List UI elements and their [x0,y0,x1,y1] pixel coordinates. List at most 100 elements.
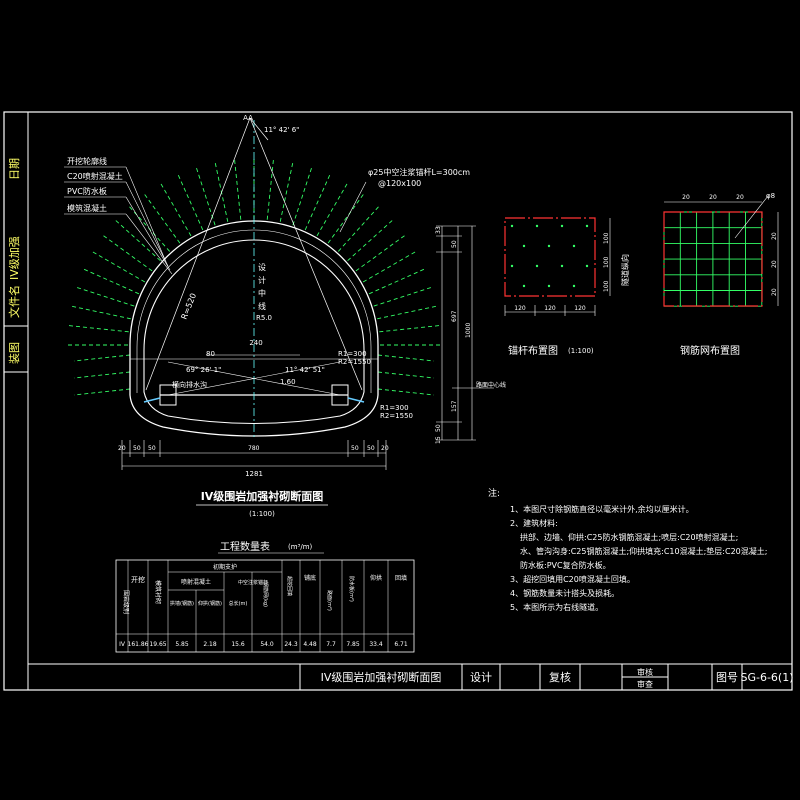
svg-text:100: 100 [603,256,610,268]
svg-text:R1=300: R1=300 [380,404,409,412]
sidebar-file-label: 文件名 IV级加强 日期 装图 [7,158,21,364]
bolt-dot [522,244,526,248]
bolt-ray [377,354,435,362]
bolt-dot [585,264,589,268]
svg-text:IV级围岩加强衬砌断面图: IV级围岩加强衬砌断面图 [201,489,324,503]
drawing-border [3,111,793,691]
bolt-ray [377,388,435,396]
svg-text:初期支护: 初期支护 [213,563,237,571]
bolt-ray [92,251,146,283]
bolt-note: φ25中空注浆锚杆L=300cm [368,167,470,177]
angle-left-label: 69° 26' 1" [186,366,221,374]
svg-text:5.85: 5.85 [175,641,189,648]
svg-text:φ8: φ8 [766,192,775,200]
svg-text:20: 20 [771,232,778,240]
svg-text:R5.0: R5.0 [256,314,272,322]
bolt-dot [547,284,551,288]
svg-text:装图: 装图 [8,342,21,364]
bolt-dot [535,224,539,228]
angle-top-label: 11° 42' 6" [264,126,299,134]
svg-text:防水板:PVC复合防水板。: 防水板:PVC复合防水板。 [520,560,611,570]
svg-text:5、本图所示为右线隧道。: 5、本图所示为右线隧道。 [510,602,603,612]
bolt-ray [316,183,348,237]
section-labels: AA 11° 42' 6" 69° 26' 1" 11° 42' 51" R1=… [172,114,470,420]
title-block-sheet-no: SG-6-6(1) [740,671,793,684]
svg-text:80: 80 [206,350,215,358]
right-dimensions: 33 50 697 1000 157 50 15 路面中心线 [435,225,506,444]
svg-text:(1:100): (1:100) [249,510,275,518]
svg-text:铺底: 铺底 [304,574,316,582]
bolt-ray [196,167,216,226]
angle-right-label: 11° 42' 51" [285,366,325,374]
svg-text:仰拱(钢筋): 仰拱(钢筋) [198,600,222,607]
bolt-dot [560,264,564,268]
bolt-ray [160,183,192,237]
svg-text:157: 157 [451,400,458,412]
svg-text:7.85: 7.85 [346,641,360,648]
bolt-ray [266,159,274,220]
svg-text:19.65: 19.65 [149,641,166,648]
svg-text:1000: 1000 [465,323,472,338]
section-title: IV级围岩加强衬砌断面图 (1:100) [196,489,328,518]
bolt-dot [522,284,526,288]
svg-text:15: 15 [435,436,442,444]
svg-text:20: 20 [682,194,690,201]
svg-text:IV级加强: IV级加强 [8,236,21,280]
svg-text:模筑衬砌: 模筑衬砌 [154,580,162,604]
svg-text:文件名: 文件名 [7,285,21,318]
bolt-layout-diagram: 120 120 120 100 100 100 隧道纵向 锚杆布置图 (1:10… [504,217,630,357]
bolt-dot [572,284,576,288]
svg-text:总长(m): 总长(m) [229,600,248,607]
quantity-table: 工程数量表 (m³/m) 围岩级别 开挖 模筑衬砌 初期支护 喷射混凝土 拱墙(… [115,540,415,653]
svg-text:50: 50 [367,445,375,452]
bolt-ray [379,325,440,333]
bolt-ray [337,206,379,252]
svg-text:审核: 审核 [637,667,653,677]
svg-text:20: 20 [771,288,778,296]
bolt-ray [347,220,393,262]
svg-text:R1=300: R1=300 [338,350,367,358]
bolt-ray [177,174,204,231]
bolt-ray [76,287,135,307]
total-width: 1281 [245,470,263,478]
svg-text:防水板(m²): 防水板(m²) [348,576,355,602]
bolt-ray [304,174,331,231]
svg-text:水、管沟沟身:C25钢筋混凝土;仰拱填充:C10混凝土;垫层: 水、管沟沟身:C25钢筋混凝土;仰拱填充:C10混凝土;垫层:C20混凝土; [520,546,767,556]
bolt-dots [510,224,589,288]
bolt-ray [83,268,140,295]
bolt-ray [292,167,312,226]
bolt-dot [510,224,514,228]
radius-label: R=520 [180,292,199,321]
svg-text:1.60: 1.60 [280,378,296,386]
svg-text:设: 设 [258,262,266,272]
bolt-dot [535,264,539,268]
svg-text:开挖: 开挖 [131,575,145,584]
mesh-layout-title: 钢筋网布置图 [680,344,740,357]
bolt-ray [362,251,416,283]
tunnel-section [129,117,379,440]
svg-text:路面(m²): 路面(m²) [326,590,333,611]
svg-text:AA: AA [243,114,253,122]
bolt-dot [547,244,551,248]
svg-text:拱部、边墙、仰拱:C25防水钢筋混凝土;喷层:C20喷射混凝: 拱部、边墙、仰拱:C25防水钢筋混凝土;喷层:C20喷射混凝土; [520,532,738,542]
svg-text:697: 697 [451,310,458,322]
svg-text:120: 120 [574,305,586,312]
svg-text:33.4: 33.4 [369,641,383,648]
svg-text:围岩级别: 围岩级别 [122,590,130,614]
svg-text:拱墙(钢筋): 拱墙(钢筋) [170,600,194,607]
bolt-ray [373,287,432,307]
svg-text:161.86: 161.86 [128,641,149,648]
mesh-layout-diagram: φ8 20 20 20 20 20 20 钢筋网布置图 [663,192,779,357]
bolt-ray [327,194,364,244]
general-notes: 注: 1、本图尺寸除钢筋直径以毫米计外,余均以厘米计。 2、建筑材料: 拱部、边… [488,487,767,612]
svg-text:仰拱: 仰拱 [370,574,382,582]
bolt-ray [73,371,131,379]
bolt-ray [279,163,294,222]
svg-text:线: 线 [258,301,266,311]
bolt-ray [144,194,181,244]
svg-text:50: 50 [435,424,442,432]
svg-text:240: 240 [249,339,262,347]
svg-text:隧道纵向: 隧道纵向 [620,254,630,286]
svg-text:超挖回填: 超挖回填 [286,576,293,596]
